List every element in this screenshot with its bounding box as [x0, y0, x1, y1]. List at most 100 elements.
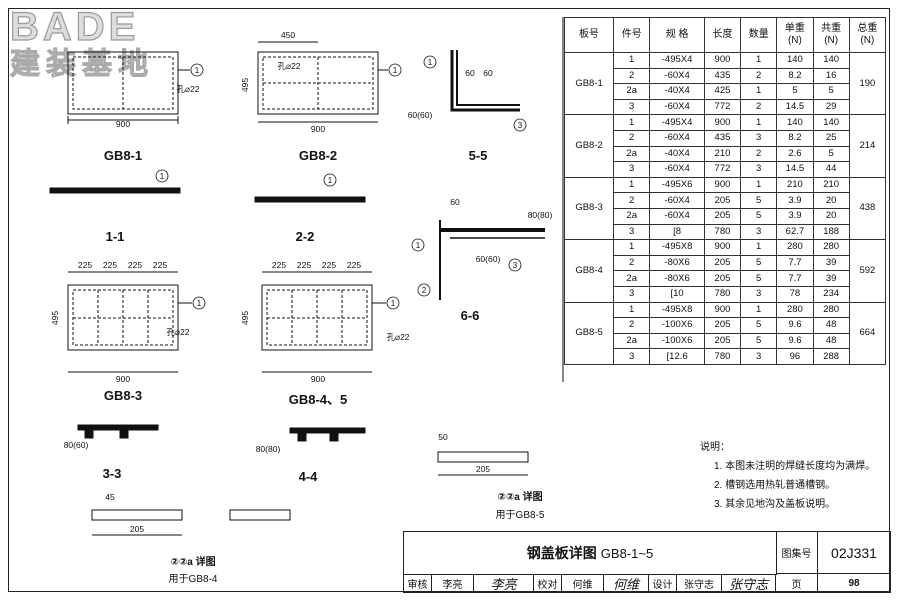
table-cell: 280	[776, 239, 814, 256]
table-cell: 7.7	[776, 270, 814, 287]
table-cell: 772	[703, 98, 742, 116]
dim-width: 900	[311, 374, 325, 384]
label-section-1-1: 1-1	[106, 229, 125, 244]
table-cell: 435	[703, 67, 742, 85]
note-item: 3. 其余见地沟及盖板说明。	[714, 499, 836, 510]
dim-depth: 495	[240, 311, 250, 325]
table-cell: 3	[613, 161, 651, 178]
table-cell: 3	[740, 129, 778, 147]
table-cell: 188	[812, 223, 850, 241]
table-cell: 1	[740, 114, 778, 131]
table-cell: 5	[812, 83, 850, 100]
table-cell: 780	[703, 348, 742, 365]
table-cell: 5	[740, 317, 778, 334]
table-cell: 435	[703, 129, 742, 147]
table-cell: 780	[703, 223, 742, 241]
section-1-1-plate	[49, 187, 181, 194]
dim-bay: 225	[322, 260, 336, 270]
table-cell: 5	[740, 254, 778, 272]
table-cell: 425	[703, 83, 742, 100]
table-cell: 2a	[613, 332, 651, 350]
table-cell: 5	[812, 145, 850, 163]
column-header: 板号	[563, 17, 615, 53]
board-id-cell: GB8-1	[563, 51, 615, 116]
table-cell: 9.6	[776, 332, 814, 350]
dim-bay: 225	[153, 260, 167, 270]
detail-title-gb8-5: ②②a 详图	[497, 490, 542, 503]
callout-3: 3	[518, 121, 523, 130]
table-cell: 3	[740, 161, 778, 178]
total-weight-cell: 592	[848, 239, 887, 303]
dim-bay: 225	[297, 260, 311, 270]
table-cell: -40X4	[649, 145, 705, 163]
board-id-cell: GB8-5	[563, 301, 615, 365]
table-cell: -60X4	[649, 192, 705, 209]
page-number: 98	[818, 574, 891, 593]
table-cell: 900	[703, 176, 742, 194]
table-cell: 900	[703, 239, 742, 256]
board-id-cell: GB8-4	[563, 239, 615, 303]
dim-detail-a: 50	[438, 432, 448, 442]
dim-66: 80(80)	[528, 210, 553, 220]
table-cell: 2a	[613, 83, 651, 100]
table-cell: 62.7	[776, 223, 814, 241]
design-label: 设计	[649, 574, 677, 593]
hole-note: 孔⌀22	[277, 61, 300, 71]
dim-bay: 225	[272, 260, 286, 270]
table-cell: 140	[776, 114, 814, 131]
atlas-label: 图集号	[776, 532, 818, 574]
table-cell: 900	[703, 52, 742, 69]
column-header: 共重 (N)	[812, 17, 850, 53]
table-cell: 39	[812, 254, 850, 272]
callout-1: 1	[197, 299, 202, 308]
column-header: 数量	[740, 17, 778, 53]
table-cell: 20	[812, 192, 850, 209]
table-cell: 8.2	[776, 129, 814, 147]
table-cell: 14.5	[776, 98, 814, 116]
note-item: 1. 本图未注明的焊缝长度均为满焊。	[714, 461, 876, 472]
note-item: 2. 槽钢选用热轧普通槽钢。	[714, 480, 836, 491]
callout-2: 2	[422, 286, 427, 295]
table-cell: 3	[740, 348, 778, 365]
table-cell: 3	[613, 348, 651, 365]
table-cell: -100X6	[649, 332, 705, 350]
detail-gb8-4-bar-a	[91, 509, 183, 521]
table-cell: 2.6	[776, 145, 814, 163]
callout-1: 1	[391, 299, 396, 308]
column-header: 长度	[703, 17, 742, 53]
dim-width: 900	[116, 374, 130, 384]
table-cell: [10	[649, 285, 705, 303]
section-5-5-angle	[450, 50, 520, 112]
label-section-6-6: 6-6	[461, 308, 480, 323]
table-cell: 205	[703, 192, 742, 209]
table-cell: 5	[740, 192, 778, 209]
checker-signature: 何维	[604, 574, 649, 593]
table-cell: 280	[812, 239, 850, 256]
table-cell: 900	[703, 114, 742, 131]
dim-bay: 225	[347, 260, 361, 270]
column-header: 总重 (N)	[848, 17, 887, 53]
dim-66: 60(60)	[476, 254, 501, 264]
dim-detail-len: 205	[130, 524, 144, 534]
watermark-logo: BADE 建装基地	[9, 5, 180, 82]
table-cell: -495X4	[649, 114, 705, 131]
table-cell: 1	[613, 239, 651, 256]
detail-gb8-4-bar-b	[229, 509, 291, 521]
label-section-2-2: 2-2	[296, 229, 315, 244]
table-cell: [12.6	[649, 348, 705, 365]
table-cell: 2	[613, 254, 651, 272]
total-weight-cell: 214	[848, 114, 887, 178]
table-cell: 210	[812, 176, 850, 194]
label-section-4-4: 4-4	[299, 469, 319, 484]
title-text: 钢盖板详图	[526, 545, 597, 561]
dim-half: 450	[281, 30, 295, 40]
